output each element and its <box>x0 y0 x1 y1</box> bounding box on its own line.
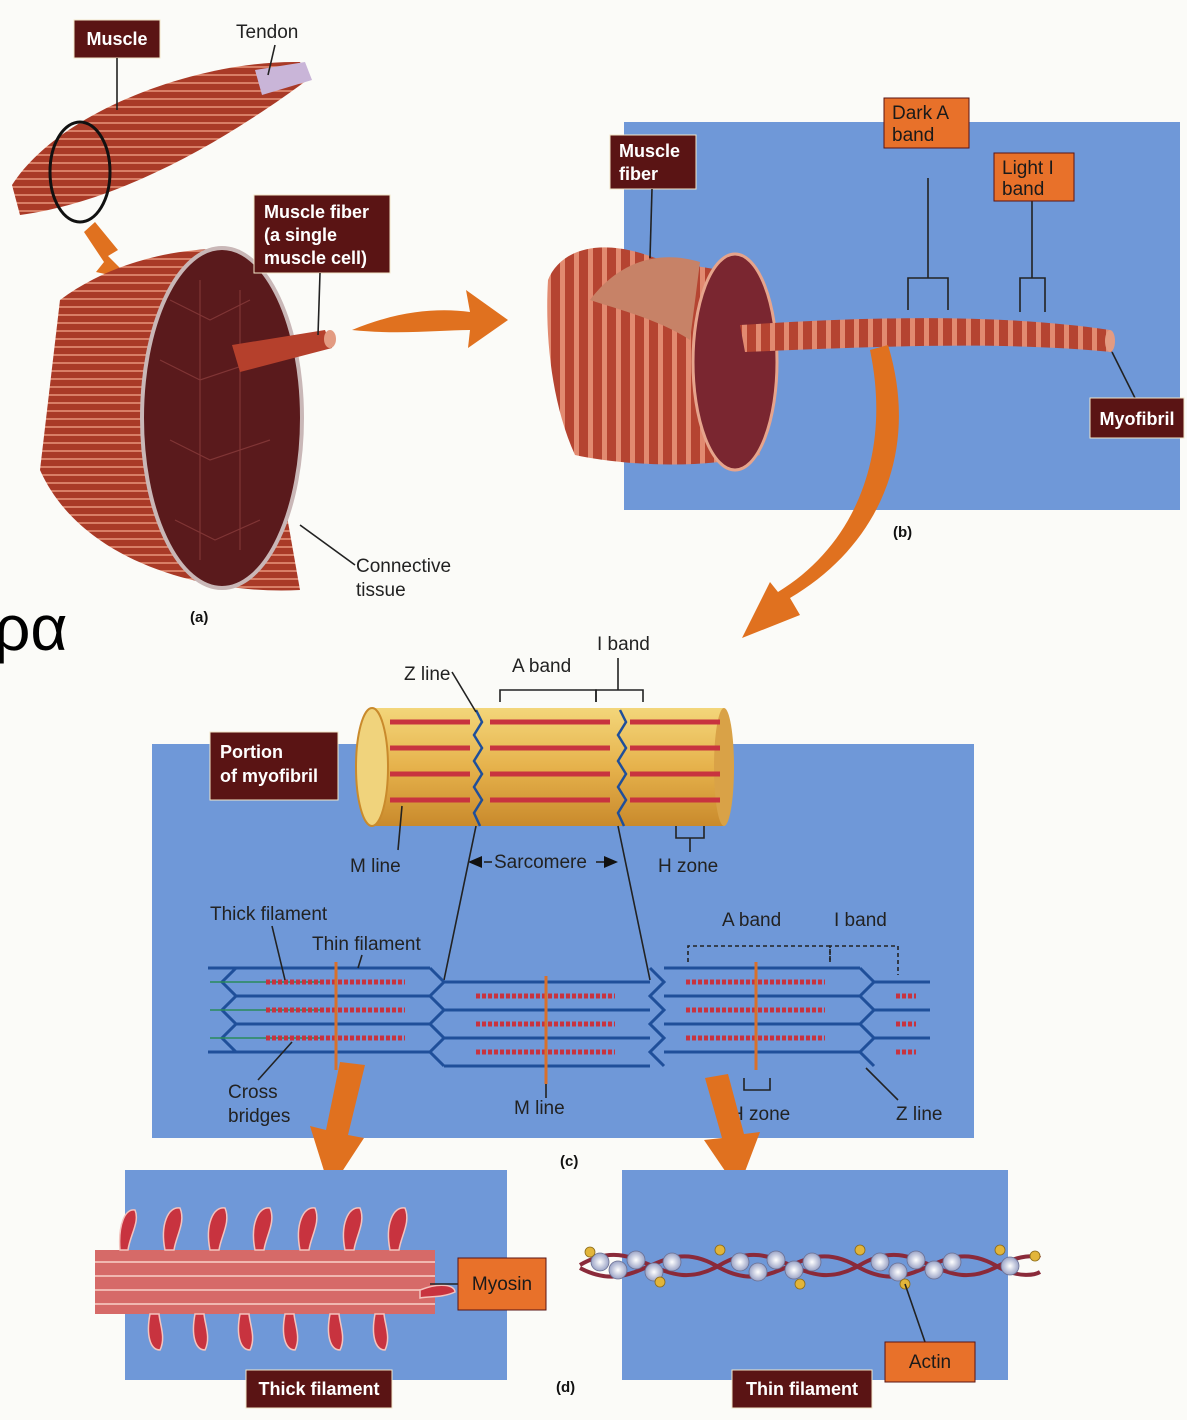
fiber-cross-section <box>693 254 777 470</box>
panel-c: Portion of myofibril Z line A band I ban… <box>152 634 974 1190</box>
m-line-top-label: M line <box>350 856 401 877</box>
muscle-fiber-b-label-line1: Muscle <box>619 141 680 161</box>
i-band-right-label: I band <box>834 910 887 931</box>
actin-label: Actin <box>909 1352 951 1373</box>
sarcomere-label: Sarcomere <box>494 852 587 873</box>
thick-filament-box-label: Thick filament <box>258 1379 379 1399</box>
h-zone-top-label: H zone <box>658 856 718 877</box>
thick-filament-label: Thick filament <box>210 904 328 925</box>
caption-b: (b) <box>893 524 912 541</box>
muscle-fiber-label-line3: muscle cell) <box>264 248 367 268</box>
connective-tissue-label-line1: Connective <box>356 556 451 577</box>
portion-myofibril-label-line2: of myofibril <box>220 766 318 786</box>
m-line-bottom-label: M line <box>514 1098 565 1119</box>
connective-tissue-label-line2: tissue <box>356 580 406 601</box>
muscle-fiber-label-line1: Muscle fiber <box>264 202 369 222</box>
panel-d: Myosin Thick filament Actin Thin filamen… <box>95 1170 1040 1408</box>
portion-myofibril-label-line1: Portion <box>220 742 283 762</box>
a-band-right-label: A band <box>722 910 781 931</box>
myosin-label: Myosin <box>472 1274 532 1295</box>
light-i-band-label-line1: Light I <box>1002 158 1054 179</box>
muscle-label: Muscle <box>86 29 147 49</box>
muscle-fiber-b-label-line2: fiber <box>619 164 658 184</box>
myofibril-label: Myofibril <box>1100 409 1175 429</box>
myofibril-end-face <box>356 708 388 826</box>
caption-d: (d) <box>556 1379 575 1396</box>
muscle-fiber-label-line2: (a single <box>264 225 337 245</box>
dark-a-band-label-line1: Dark A <box>892 103 949 124</box>
cross-bridges-label-line1: Cross <box>228 1082 278 1103</box>
panel-a: Muscle Tendon Muscle fiber (a single mus… <box>12 20 508 626</box>
dark-a-band-label-line2: band <box>892 125 934 146</box>
cross-bridges-label-line2: bridges <box>228 1106 290 1127</box>
caption-c: (c) <box>560 1153 578 1170</box>
z-line-bottom-label: Z line <box>896 1104 942 1125</box>
tendon-label: Tendon <box>236 22 298 43</box>
i-band-top-label: I band <box>597 634 650 655</box>
a-band-top-label: A band <box>512 656 571 677</box>
myofibril-segment-illustration <box>372 708 724 826</box>
thin-filament-box-label: Thin filament <box>746 1379 858 1399</box>
side-text: ρα <box>0 592 67 664</box>
light-i-band-label-line2: band <box>1002 179 1044 200</box>
arrow-right-icon <box>352 290 508 348</box>
thin-filament-label: Thin filament <box>312 934 421 955</box>
z-line-top-label: Z line <box>404 664 450 685</box>
panel-b: Muscle fiber Dark A band Light I band My… <box>547 98 1184 638</box>
caption-a: (a) <box>190 609 208 626</box>
